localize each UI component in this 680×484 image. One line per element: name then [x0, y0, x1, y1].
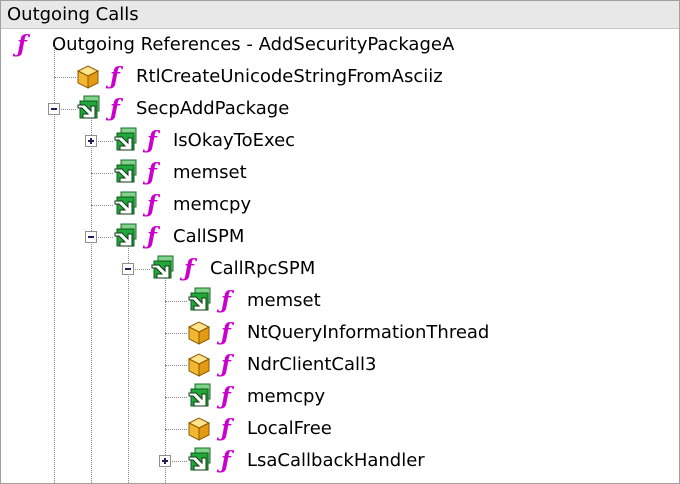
- import-icon: [185, 351, 213, 379]
- tree-guide-line: [165, 301, 187, 302]
- tree-node-label: RtlCreateUnicodeStringFromAsciiz: [136, 66, 443, 87]
- tree-guide-line: [165, 429, 187, 430]
- tree-guide-line: [91, 115, 92, 483]
- call-arrow-icon: [185, 383, 213, 411]
- tree-node-label: CallSPM: [173, 226, 245, 247]
- collapse-icon[interactable]: [85, 231, 97, 243]
- function-icon: ƒ: [221, 287, 231, 314]
- tree-guide-line: [91, 205, 113, 206]
- tree-guide-line: [165, 397, 187, 398]
- expand-icon[interactable]: [85, 135, 97, 147]
- function-icon: ƒ: [110, 95, 120, 122]
- collapse-icon[interactable]: [122, 263, 134, 275]
- function-icon: ƒ: [221, 319, 231, 346]
- call-arrow-icon: [185, 447, 213, 475]
- tree-node-localfree[interactable]: ƒ LocalFree: [1, 413, 679, 445]
- import-icon: [185, 319, 213, 347]
- tree-guide-line: [165, 461, 187, 462]
- import-icon: [74, 63, 102, 91]
- collapse-icon[interactable]: [48, 103, 60, 115]
- tree-node-rtlcreateunicodestringfromasciiz[interactable]: ƒ RtlCreateUnicodeStringFromAsciiz: [1, 61, 679, 93]
- call-arrow-icon: [111, 159, 139, 187]
- tree-node-isokaytoexec[interactable]: ƒ IsOkayToExec: [1, 125, 679, 157]
- tree-node-label: Outgoing References - AddSecurityPackage…: [52, 34, 455, 55]
- tree-node-lsacallbackhandler[interactable]: ƒ LsaCallbackHandler: [1, 445, 679, 477]
- function-icon: ƒ: [221, 447, 231, 474]
- tree-node-label: memcpy: [247, 386, 326, 407]
- call-arrow-icon: [111, 191, 139, 219]
- tree-node-ntqueryinformationthread[interactable]: ƒ NtQueryInformationThread: [1, 317, 679, 349]
- call-arrow-icon: [74, 95, 102, 123]
- tree-node-label: IsOkayToExec: [173, 130, 296, 151]
- call-arrow-icon: [111, 223, 139, 251]
- tree-node-ndrclientcall3[interactable]: ƒ NdrClientCall3: [1, 349, 679, 381]
- tree-guide-line: [54, 77, 76, 78]
- function-icon: ƒ: [147, 127, 157, 154]
- tree-node-label: LsaCallbackHandler: [247, 450, 425, 471]
- tree-guide-line: [91, 141, 113, 142]
- tree-guide-line: [54, 109, 76, 110]
- tree-node-label: memset: [247, 290, 321, 311]
- call-arrow-icon: [148, 255, 176, 283]
- tree-guide-line: [128, 269, 150, 270]
- tree-guide-line: [91, 173, 113, 174]
- function-icon: ƒ: [184, 255, 194, 282]
- tree-guide-line: [165, 365, 187, 366]
- tree-guide-line: [91, 237, 113, 238]
- function-icon: ƒ: [221, 351, 231, 378]
- function-icon: ƒ: [147, 159, 157, 186]
- tree-node-label: NtQueryInformationThread: [247, 322, 490, 343]
- tree-guide-line: [165, 275, 166, 483]
- tree-node-label: memcpy: [173, 194, 252, 215]
- function-icon: ƒ: [17, 31, 27, 58]
- tree-node-secpaddpackage[interactable]: ƒ SecpAddPackage: [1, 93, 679, 125]
- tree-guide-line: [54, 47, 55, 483]
- panel-header: Outgoing Calls: [1, 1, 679, 29]
- tree-guide-line: [128, 243, 129, 483]
- function-icon: ƒ: [221, 383, 231, 410]
- function-icon: ƒ: [110, 63, 120, 90]
- tree-node-callspm[interactable]: ƒ CallSPM: [1, 221, 679, 253]
- call-arrow-icon: [111, 127, 139, 155]
- tree-node-label: NdrClientCall3: [247, 354, 377, 375]
- tree-node-label: CallRpcSPM: [210, 258, 316, 279]
- function-icon: ƒ: [221, 415, 231, 442]
- call-tree[interactable]: ƒ Outgoing References - AddSecurityPacka…: [1, 29, 679, 483]
- import-icon: [185, 415, 213, 443]
- tree-node-callrpcspm[interactable]: ƒ CallRpcSPM: [1, 253, 679, 285]
- tree-node-label: LocalFree: [247, 418, 332, 439]
- expand-icon[interactable]: [159, 455, 171, 467]
- tree-node-label: memset: [173, 162, 247, 183]
- call-arrow-icon: [185, 287, 213, 315]
- tree-guide-line: [165, 333, 187, 334]
- panel-title: Outgoing Calls: [7, 4, 139, 25]
- function-icon: ƒ: [147, 223, 157, 250]
- tree-node-label: SecpAddPackage: [136, 98, 290, 119]
- function-icon: ƒ: [147, 191, 157, 218]
